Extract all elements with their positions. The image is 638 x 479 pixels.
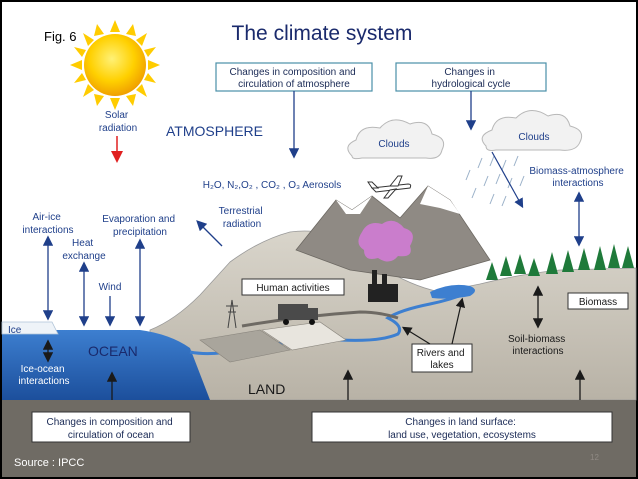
road bbox=[241, 310, 399, 328]
slide-number: 12 bbox=[590, 453, 599, 462]
land-change-box bbox=[311, 411, 613, 443]
clouds-right-label: Clouds bbox=[518, 132, 549, 143]
terrestrial-label: Terrestrial radiation bbox=[219, 206, 266, 230]
truck-icon bbox=[278, 304, 318, 325]
hydro-change-box bbox=[395, 62, 547, 92]
evaporation-label: Evaporation and precipitation bbox=[102, 214, 178, 238]
farm-fields bbox=[199, 321, 347, 363]
sun-icon bbox=[70, 20, 160, 110]
wind-label: Wind bbox=[99, 282, 122, 293]
ocean-label: OCEAN bbox=[88, 343, 138, 359]
human-activities-label: Human activities bbox=[256, 283, 329, 294]
pylon-icon bbox=[226, 299, 238, 329]
human-activities-box bbox=[241, 278, 345, 296]
land-change-text: Changes in land surface: land use, veget… bbox=[388, 417, 536, 441]
rivers-arrow-river bbox=[401, 326, 431, 345]
factory-icon bbox=[368, 270, 398, 302]
rivers-lakes-box bbox=[411, 343, 473, 373]
biomass-label: Biomass bbox=[579, 297, 617, 308]
cloud-right-icon bbox=[481, 110, 583, 151]
rivers-arrow-lake bbox=[451, 297, 466, 345]
heat-exchange-label: Heat exchange bbox=[62, 238, 106, 262]
airplane-icon bbox=[367, 175, 412, 199]
ocean bbox=[2, 330, 210, 400]
rivers-lakes-label: Rivers and lakes bbox=[417, 348, 468, 371]
snow-cap-left bbox=[336, 196, 372, 214]
biomass-box bbox=[567, 292, 629, 310]
source-label: Source : IPCC bbox=[14, 457, 84, 469]
land-label: LAND bbox=[248, 381, 285, 397]
figure-label: Fig. 6 bbox=[44, 29, 77, 44]
atmosphere-label: ATMOSPHERE bbox=[166, 123, 263, 139]
air-ice-label: Air-ice interactions bbox=[22, 212, 73, 236]
pollution-cloud bbox=[358, 220, 413, 262]
snow-cap-right bbox=[420, 186, 460, 214]
gases-label: H₂O, N₂,O₂ , CO₂ , O₃ Aerosols bbox=[203, 180, 342, 191]
terrestrial-arrow bbox=[196, 220, 223, 247]
soil-biomass-label: Soil-biomass interactions bbox=[508, 334, 568, 357]
cloud-left-icon bbox=[347, 119, 445, 160]
forest-icon bbox=[486, 244, 634, 280]
ice-ocean-label: Ice-ocean interactions bbox=[18, 364, 69, 387]
atmosphere-change-text: Changes in composition and circulation o… bbox=[230, 67, 359, 90]
hydro-change-text: Changes in hydrological cycle bbox=[432, 67, 511, 90]
biomass-atmosphere-label: Biomass-atmosphere interactions bbox=[529, 166, 626, 189]
ice-label: Ice bbox=[8, 325, 22, 336]
precipitation-arrow bbox=[491, 151, 524, 209]
clouds-left-label: Clouds bbox=[378, 139, 409, 150]
ocean-change-box bbox=[31, 411, 191, 443]
rain-icon bbox=[465, 155, 525, 207]
solar-radiation-label: Solar radiation bbox=[99, 110, 137, 134]
ocean-change-text: Changes in composition and circulation o… bbox=[47, 417, 176, 441]
ice-sheet bbox=[1, 321, 59, 335]
page-title: The climate system bbox=[232, 22, 413, 45]
